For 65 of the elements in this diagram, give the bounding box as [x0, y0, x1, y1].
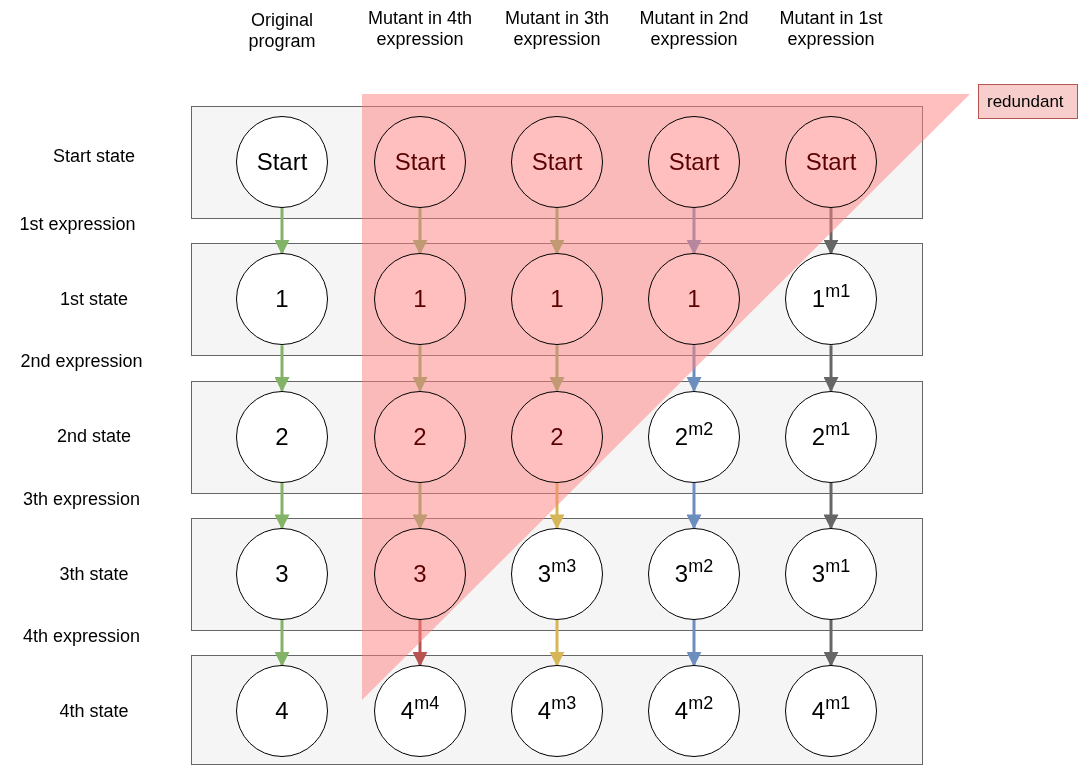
state-label: 1 [550, 285, 564, 314]
state-label: 3$^{m2}$ [674, 559, 714, 588]
arrow [412, 482, 428, 530]
arrow [823, 619, 839, 667]
arrow [823, 482, 839, 530]
state-label: 1 [275, 285, 289, 314]
state-label: Start [394, 148, 446, 176]
arrow [549, 208, 565, 255]
row-label: 2nd state [55, 426, 133, 447]
column-header: Mutant in 1st expression [778, 8, 884, 50]
state-label: 4$^{m2}$ [674, 697, 714, 726]
state-label: 4$^{m1}$ [811, 697, 851, 726]
row-label: 4th state [58, 701, 130, 722]
row-label: 1st expression [18, 214, 137, 235]
state-label: 4$^{m4}$ [400, 697, 440, 726]
state-label: 1 [413, 285, 427, 314]
row-label: 3th expression [21, 489, 142, 510]
arrow [412, 345, 428, 393]
state-label: Start [256, 148, 308, 176]
column-header: Mutant in 4th expression [366, 8, 474, 50]
arrow [274, 345, 290, 393]
state-label: 3$^{m3}$ [537, 559, 577, 588]
legend-item: redundant [978, 84, 1078, 119]
arrow [274, 482, 290, 530]
arrow [274, 208, 290, 255]
state-band [191, 106, 923, 219]
row-label: 2nd expression [19, 351, 144, 372]
column-header: Mutant in 2nd expression [638, 8, 750, 50]
arrow [412, 619, 428, 667]
row-label: 3th state [58, 564, 130, 585]
arrow [686, 208, 702, 255]
state-label: Start [531, 148, 583, 176]
state-label: 4 [275, 697, 289, 726]
state-band [191, 655, 923, 765]
state-label: 1 [687, 285, 701, 314]
column-header: Original program [247, 10, 317, 52]
arrow [549, 482, 565, 530]
arrow [686, 345, 702, 393]
state-label: 2$^{m1}$ [811, 422, 851, 451]
state-label: 1$^{m1}$ [811, 285, 851, 314]
state-label: 3 [275, 559, 289, 588]
state-label: 3 [413, 559, 427, 588]
arrow [686, 619, 702, 667]
state-band [191, 243, 923, 357]
arrow [823, 345, 839, 393]
state-label: 3$^{m1}$ [811, 559, 851, 588]
arrow [549, 619, 565, 667]
row-label: 4th expression [21, 626, 142, 647]
row-label: 1st state [58, 289, 129, 310]
row-label: Start state [51, 146, 136, 167]
arrow [686, 482, 702, 530]
state-band [191, 380, 923, 494]
state-label: 2 [413, 422, 427, 451]
column-header: Mutant in 3th expression [503, 8, 611, 50]
arrow [549, 345, 565, 393]
state-label: 2 [275, 422, 289, 451]
state-label: Start [668, 148, 720, 176]
state-label: 4$^{m3}$ [537, 697, 577, 726]
state-label: 2 [550, 422, 564, 451]
state-label: 2$^{m2}$ [674, 422, 714, 451]
arrow [412, 208, 428, 255]
state-label: Start [805, 148, 857, 176]
state-band [191, 517, 923, 631]
arrow [823, 208, 839, 255]
arrow [274, 619, 290, 667]
